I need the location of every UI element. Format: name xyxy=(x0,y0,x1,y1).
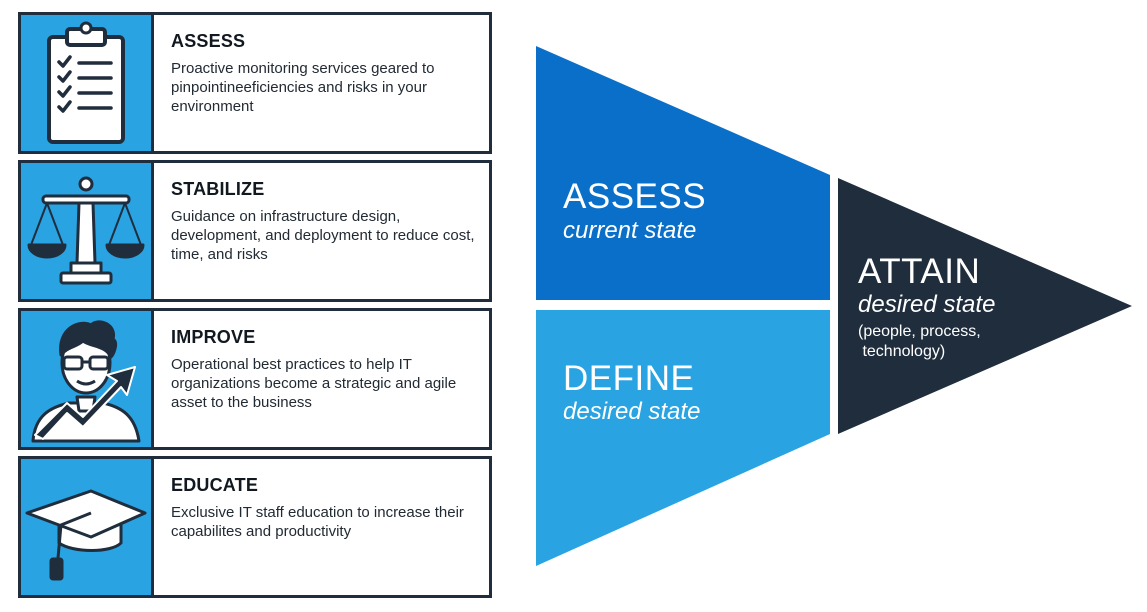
card-icon-box xyxy=(21,163,154,299)
card-description: Proactive monitoring services geared to … xyxy=(171,60,435,115)
define-stage-subtitle: desired state xyxy=(563,398,701,425)
clipboard-checklist-icon xyxy=(47,21,125,144)
card-title: STABILIZE xyxy=(171,179,265,199)
card-icon-box xyxy=(21,459,154,595)
card-description: Exclusive IT staff education to increase… xyxy=(171,504,464,540)
attain-stage-subtitle: desired state xyxy=(858,291,996,318)
balance-scale-icon xyxy=(27,176,145,285)
card-icon-box xyxy=(21,15,154,151)
card-description: Guidance on infrastructure design, devel… xyxy=(171,208,475,263)
card-title: ASSESS xyxy=(171,31,246,51)
attain-stage-note: (people, process, technology) xyxy=(858,323,981,360)
person-growth-arrow-icon xyxy=(31,320,141,443)
card-title: EDUCATE xyxy=(171,475,259,495)
card-description: Operational best practices to help IT or… xyxy=(171,356,457,411)
graduation-cap-icon xyxy=(25,489,147,581)
define-stage-title: DEFINE xyxy=(563,359,695,398)
card-improve: IMPROVE Operational best practices to he… xyxy=(18,308,492,450)
assess-stage-title: ASSESS xyxy=(563,177,707,216)
define-stage-shape xyxy=(536,310,830,566)
attain-stage-title: ATTAIN xyxy=(858,252,981,291)
card-icon-box xyxy=(21,311,154,447)
card-stabilize: STABILIZE Guidance on infrastructure des… xyxy=(18,160,492,302)
assess-stage-shape xyxy=(536,46,830,300)
card-assess: ASSESS Proactive monitoring services gea… xyxy=(18,12,492,154)
assess-stage-subtitle: current state xyxy=(563,217,697,244)
card-title: IMPROVE xyxy=(171,327,256,347)
card-educate: EDUCATE Exclusive IT staff education to … xyxy=(18,456,492,598)
